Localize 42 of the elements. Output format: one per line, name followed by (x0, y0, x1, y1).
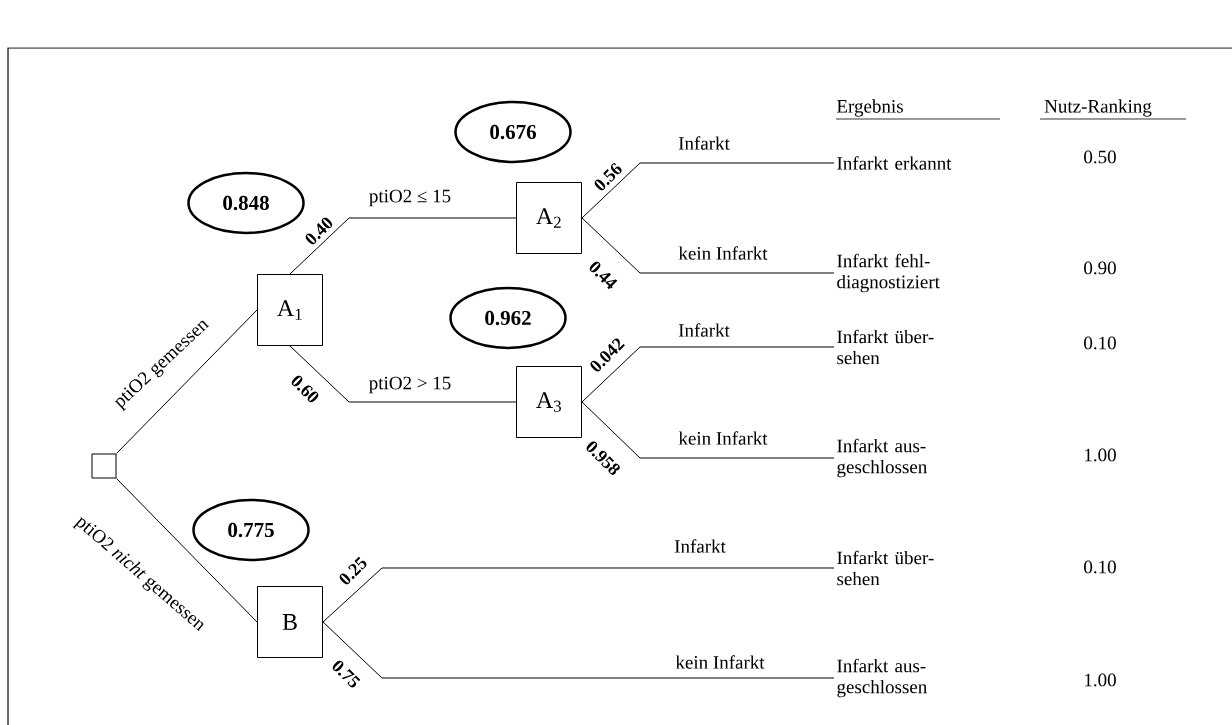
branch-line (581, 217, 835, 274)
outcome-text: Infarkt aus- geschlossen (837, 658, 927, 698)
decision-box: A$_{1}$ (257, 274, 323, 346)
edge-label: Infarkt (677, 322, 731, 338)
column-header: Nutz-Ranking (1039, 99, 1187, 120)
branch-line (289, 217, 517, 275)
outcome-text: Infarkt fehl- diagnostiziert (837, 253, 940, 293)
edge-label: kein Infarkt (677, 245, 769, 261)
outcome-text: Infarkt über- sehen (837, 329, 934, 365)
probability-label: 0.44 (589, 261, 618, 290)
edge-label: ptiO2 > 15 (367, 375, 453, 395)
edge-label: kein Infarkt (677, 430, 769, 446)
column-header: Ergebnis (835, 99, 1001, 120)
probability-label: 0.25 (339, 556, 367, 585)
decision-box: A$_{2}$ (516, 182, 582, 254)
outcome-text: Infarkt aus- geschlossen (837, 438, 927, 478)
branch-line (116, 309, 258, 454)
probability-label: 0.60 (291, 375, 319, 403)
utility-value: 1.00 (1085, 673, 1116, 687)
branch-line (581, 401, 835, 459)
edge-label: Infarkt (677, 135, 731, 151)
probability-label: 0.56 (594, 162, 622, 191)
decision-box: A$_{3}$ (516, 366, 582, 438)
utility-value: 0.50 (1084, 150, 1116, 164)
branch-line (322, 621, 835, 679)
utility-value: 0.10 (1084, 560, 1116, 574)
utility-value: 0.10 (1084, 336, 1116, 350)
utility-value: 0.90 (1084, 261, 1116, 275)
probability-label: 0.75 (332, 660, 361, 688)
decision-square (91, 453, 117, 479)
edge-label: kein Infarkt (674, 654, 766, 670)
edge-label: ptiO2 ≤ 15 (367, 188, 453, 208)
decision-box: B (257, 586, 323, 658)
probability-label: 0.40 (305, 217, 333, 245)
branch-line (581, 162, 835, 219)
edge-label: Infarkt (673, 538, 727, 554)
branch-line (289, 345, 517, 403)
outcome-text: Infarkt erkannt (837, 156, 952, 170)
utility-value: 1.00 (1085, 448, 1116, 462)
branch-line (581, 346, 835, 403)
branch-line (322, 567, 835, 623)
outcome-text: Infarkt über- sehen (837, 550, 934, 586)
